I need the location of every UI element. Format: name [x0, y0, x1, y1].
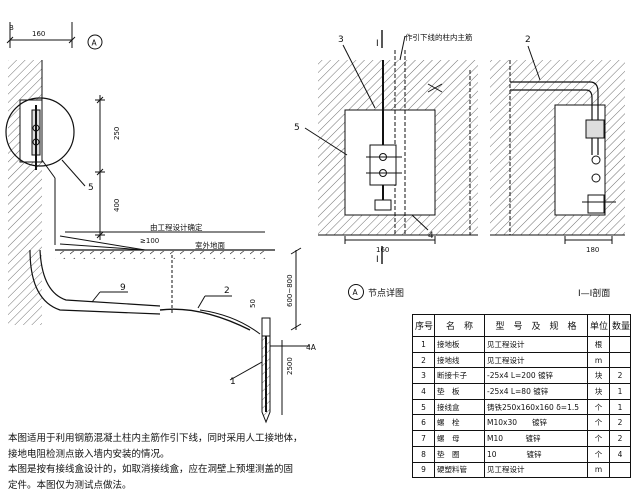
callout-5-node: 5: [294, 123, 300, 133]
slope-mark: ≥100: [140, 237, 159, 245]
header-spec: 型 号 及 规 格: [484, 314, 588, 337]
dim-top-width: 160: [32, 30, 45, 38]
header-qty: 数量: [609, 314, 631, 337]
detail-circle-label: A: [353, 288, 359, 297]
ground-label: 室外地面: [195, 240, 225, 250]
callout-1-left: 1: [230, 377, 236, 387]
dim-lower-height: 400: [113, 199, 121, 212]
section-mark-bottom: I: [376, 255, 379, 265]
section-title: I—I剖面: [578, 287, 610, 299]
dim-rod-length: 2500: [286, 357, 294, 375]
dim-upper-height: 250: [113, 127, 121, 140]
left-elevation: [5, 22, 310, 424]
dim-node-width-2: 180: [586, 246, 599, 254]
callout-2-right: 2: [525, 35, 531, 45]
callout-9: 9: [120, 283, 126, 293]
circle-a-label: A: [92, 39, 98, 48]
note-line: 本图是按有接线盒设计的，如取消接线盒，应在洞壁上预埋测盖的固: [8, 464, 294, 475]
note-line: 接地电阻检测点嵌入墙内安装的情况。: [8, 448, 170, 460]
callout-3: 3: [338, 35, 344, 45]
table-header-row: 序号 名 称 型 号 及 规 格 单位 数量: [412, 314, 631, 337]
callout-2-left: 2: [224, 286, 230, 296]
dim-depth-range: 600~800: [286, 274, 294, 307]
callout-4a: 4A: [306, 343, 317, 352]
header-name: 名 称: [434, 314, 485, 337]
callout-4-node: 4: [428, 231, 434, 241]
b-mark: B: [9, 24, 14, 32]
column-rebar-note: 作引下线的柱内主筋: [405, 32, 473, 42]
header-index: 序号: [412, 314, 435, 337]
dim-node-width-1: 160: [376, 246, 389, 254]
note-line: 本图适用于利用钢筋混凝土柱内主筋作引下线，同时采用人工接地体，: [8, 433, 303, 444]
drawing-notes: 本图适用于利用钢筋混凝土柱内主筋作引下线，同时采用人工接地体， 接地电阻检测点嵌…: [8, 431, 413, 493]
node-detail: [304, 30, 478, 300]
section-i-i: [490, 45, 625, 244]
header-unit: 单位: [587, 314, 610, 337]
design-note: 由工程设计确定: [150, 222, 203, 232]
note-line: 定件。本图仅为测试点做法。: [8, 479, 132, 491]
section-mark-top: I: [376, 39, 379, 49]
callout-5-left: 5: [88, 183, 94, 193]
detail-title: 节点详图: [368, 287, 404, 299]
dim-pipe-offset: 50: [249, 299, 257, 308]
drawing-labels: B 160 A 250 400 5 由工程设计确定 ≥100 室外地面 9 2 …: [9, 24, 610, 387]
